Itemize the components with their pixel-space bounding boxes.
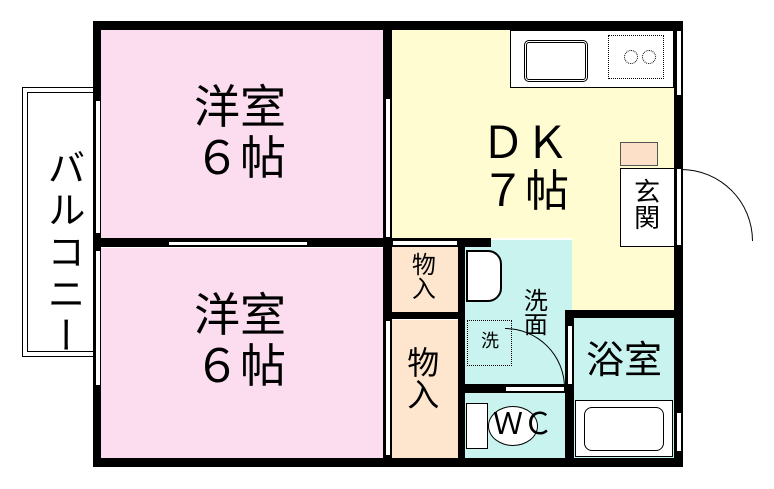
entrance-door-swing[interactable] bbox=[681, 169, 753, 241]
window bbox=[676, 412, 682, 452]
window bbox=[385, 98, 391, 238]
dk-room-ext bbox=[572, 238, 674, 318]
balcony-label: バルコニー bbox=[41, 148, 85, 358]
dk-label: ＤＫ ７帖 bbox=[481, 118, 569, 218]
storage-small-label: 物入 bbox=[407, 252, 436, 300]
sink-icon bbox=[524, 40, 588, 82]
storage-large bbox=[392, 320, 458, 465]
washer-label: 洗 bbox=[481, 331, 499, 352]
entrance bbox=[620, 168, 676, 247]
window bbox=[676, 30, 682, 96]
western-room-top-label: 洋室 ６帖 bbox=[194, 80, 286, 185]
bathroom-door[interactable] bbox=[567, 325, 573, 385]
wc-door[interactable] bbox=[505, 386, 565, 392]
window bbox=[385, 320, 391, 456]
storage-small bbox=[392, 245, 458, 312]
western-room-bottom bbox=[100, 248, 383, 465]
western-room-top bbox=[100, 29, 383, 238]
burner-icon bbox=[624, 50, 638, 64]
storage-large-label: 物入 bbox=[402, 346, 441, 410]
entrance-door[interactable] bbox=[676, 168, 682, 246]
shoe-box bbox=[620, 142, 658, 166]
window bbox=[168, 241, 308, 246]
western-room-bottom-label: 洋室 ６帖 bbox=[194, 288, 286, 393]
bathroom-label: 浴室 bbox=[585, 338, 662, 382]
stove-icon bbox=[608, 35, 664, 79]
washbasin-icon bbox=[466, 250, 502, 302]
window bbox=[95, 250, 101, 386]
entrance-label: 玄関 bbox=[629, 178, 660, 230]
wall bbox=[565, 310, 683, 318]
washroom-label: 洗面 bbox=[519, 288, 548, 336]
balcony-inner-outline bbox=[27, 92, 94, 352]
toilet-bowl-icon bbox=[488, 406, 538, 446]
toilet-tank-icon bbox=[466, 403, 488, 449]
storage-door[interactable] bbox=[392, 240, 458, 246]
window bbox=[95, 100, 101, 234]
wc-label: ＷＣ bbox=[493, 407, 553, 442]
wall bbox=[383, 312, 465, 319]
burner-icon bbox=[642, 50, 656, 64]
wall bbox=[458, 238, 465, 467]
wall bbox=[565, 310, 574, 467]
bathtub-inner-icon bbox=[584, 407, 664, 451]
